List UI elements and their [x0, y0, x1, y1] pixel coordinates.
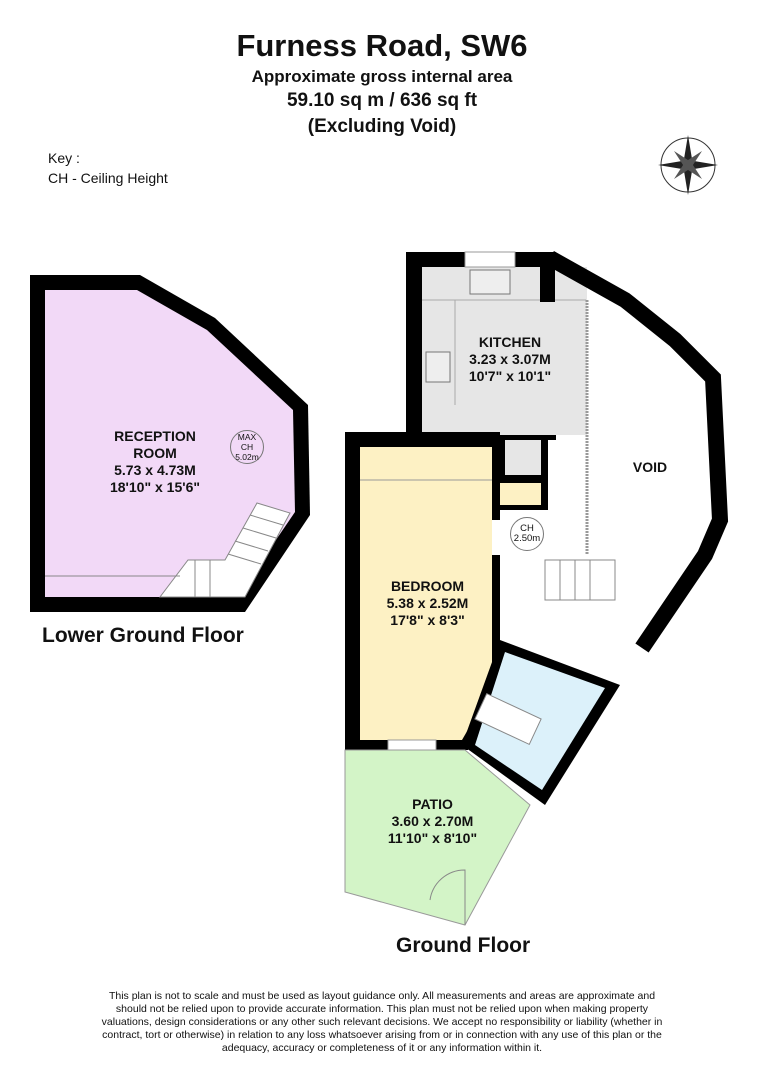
ground-stairs [544, 559, 616, 601]
room-imperial: 10'7" x 10'1" [468, 368, 552, 384]
sink-icon [469, 269, 511, 295]
ch-line: MAX [237, 432, 257, 442]
area-label: Approximate gross internal area [251, 67, 513, 86]
bath-icon [474, 692, 542, 746]
reception-room-label: RECEPTION ROOM 5.73 x 4.73M 18'10" x 15'… [80, 428, 230, 496]
room-name: PATIO [412, 796, 453, 812]
room-name: KITCHEN [478, 334, 542, 350]
key-entry: CH - Ceiling Height [48, 170, 168, 186]
ch-line: CH [520, 523, 534, 534]
void-label: VOID [632, 459, 668, 475]
room-name: ROOM [133, 445, 177, 461]
plan-title: Furness Road, SW6 [236, 28, 528, 63]
bedroom-floor [360, 447, 492, 740]
area-note: (Excluding Void) [307, 116, 457, 137]
key-title: Key : [48, 150, 80, 166]
void-walls [546, 251, 729, 653]
ground-floor-label: Ground Floor [396, 934, 531, 957]
room-imperial: 18'10" x 15'6" [109, 479, 200, 495]
disclaimer: This plan is not to scale and must be us… [101, 990, 663, 1054]
room-metric: 5.38 x 2.52M [386, 595, 469, 611]
kitchen-floor [422, 267, 587, 435]
ch-line: 5.02m [235, 452, 259, 462]
room-metric: 3.23 x 3.07M [469, 351, 551, 367]
room-metric: 3.60 x 2.70M [391, 813, 474, 829]
patio-label: PATIO 3.60 x 2.70M 11'10" x 8'10" [370, 796, 495, 847]
room-metric: 5.73 x 4.73M [114, 462, 196, 478]
compass-icon [658, 135, 718, 195]
room-imperial: 17'8" x 8'3" [390, 612, 465, 628]
bedroom-window [387, 739, 437, 751]
lower-ground-floor-label: Lower Ground Floor [42, 624, 244, 647]
lower-stairs [45, 502, 291, 598]
kitchen-label: KITCHEN 3.23 x 3.07M 10'7" x 10'1" [455, 334, 565, 385]
room-name: BEDROOM [390, 578, 465, 594]
ceiling-height-badge: CH 2.50m [510, 517, 544, 551]
area-value: 59.10 sq m / 636 sq ft [286, 90, 478, 111]
bedroom-label: BEDROOM 5.38 x 2.52M 17'8" x 8'3" [370, 578, 485, 629]
ch-line: CH [240, 442, 254, 452]
ch-line: 2.50m [513, 533, 541, 544]
room-imperial: 11'10" x 8'10" [387, 830, 478, 846]
patio-floor [344, 749, 531, 926]
room-name: RECEPTION [114, 428, 196, 444]
kitchen-window [464, 251, 516, 268]
hob-icon [425, 351, 451, 383]
max-ceiling-height-badge: MAX CH 5.02m [230, 430, 264, 464]
reception-room-floor [45, 290, 295, 597]
